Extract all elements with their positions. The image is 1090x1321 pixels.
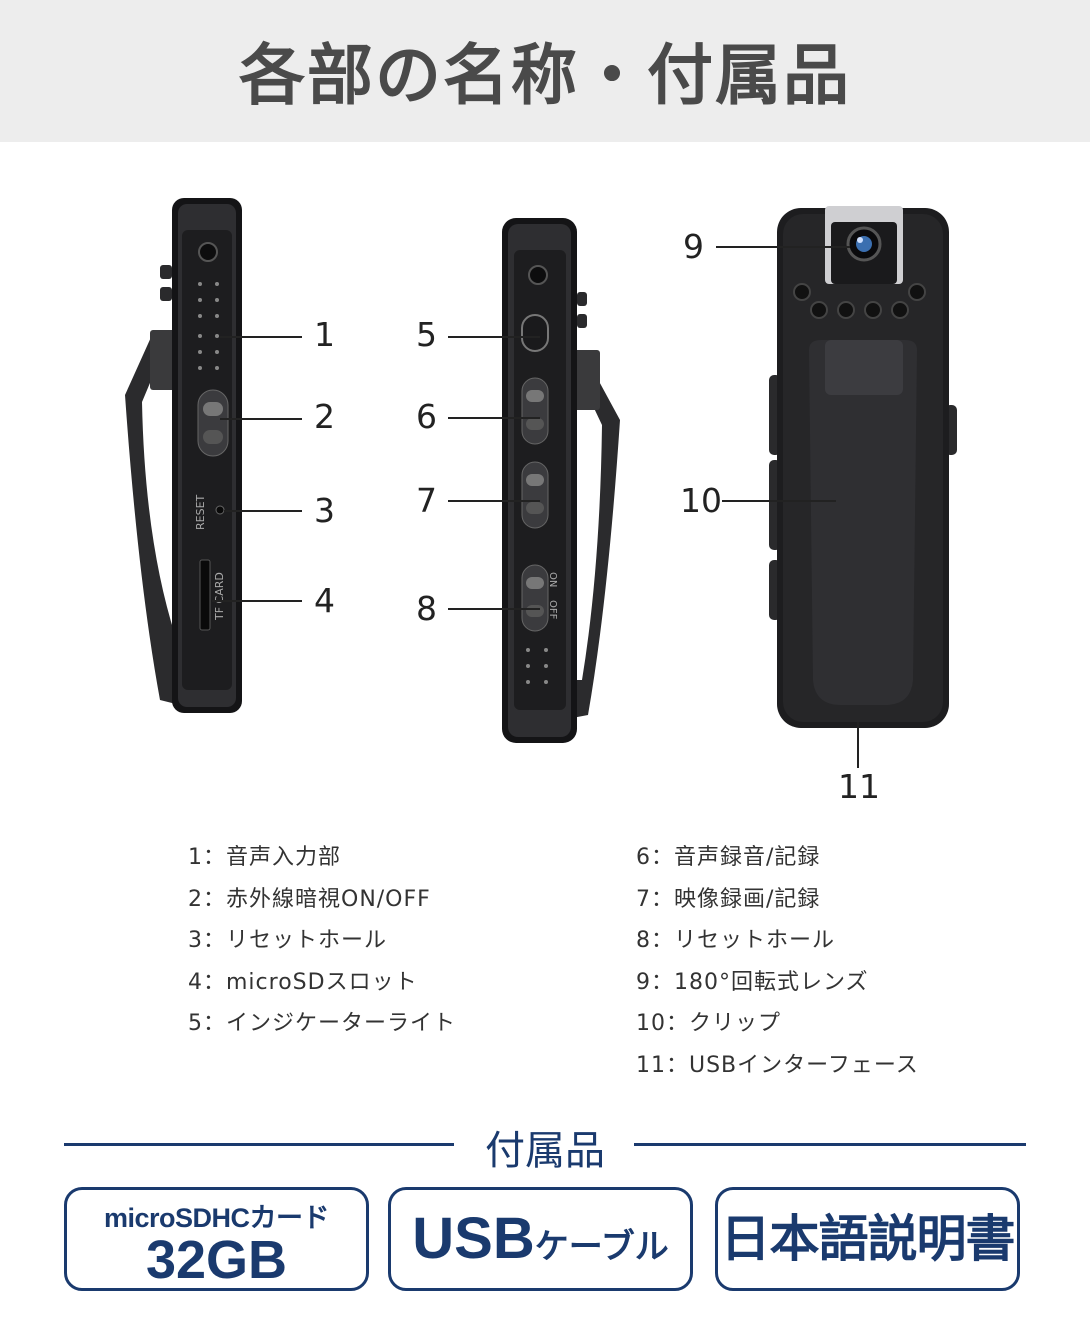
callout-5: 5 xyxy=(416,315,437,354)
legend-item: 6：音声録音/記録 xyxy=(636,845,821,870)
legend-item: 3：リセットホール xyxy=(188,928,387,953)
callout-line-1 xyxy=(220,336,302,338)
usb-main: USB xyxy=(412,1206,535,1271)
callout-line-3 xyxy=(224,510,302,512)
callout-10: 10 xyxy=(680,481,722,520)
legend-item: 1：音声入力部 xyxy=(188,845,341,870)
device-side-view-left: RESET TF CARD xyxy=(125,198,242,713)
callout-line-11 xyxy=(857,722,859,768)
page-title: 各部の名称・付属品 xyxy=(239,37,851,114)
callout-line-2 xyxy=(220,418,302,420)
callout-line-10 xyxy=(722,500,836,502)
device-side-view-right: ON OFF xyxy=(502,218,620,743)
legend-item: 7：映像録画/記録 xyxy=(636,886,821,912)
legend-item: 8：リセットホール xyxy=(636,928,835,953)
legend-right: 6：音声録音/記録 7：映像録画/記録 8：リセットホール 9：180°回転式レ… xyxy=(636,837,919,1086)
callout-line-9 xyxy=(716,246,850,248)
callout-4: 4 xyxy=(314,581,335,620)
reset-label: RESET xyxy=(194,494,207,530)
sd-card-label: microSDHCカード xyxy=(103,1203,330,1233)
callout-3: 3 xyxy=(314,491,335,530)
manual-label: 日本語説明書 xyxy=(720,1210,1016,1268)
sd-card-capacity: 32GB xyxy=(145,1230,288,1290)
callout-7: 7 xyxy=(416,481,437,520)
callout-11: 11 xyxy=(838,767,880,806)
legend-item: 4：microSDスロット xyxy=(188,969,418,995)
accessory-usb-cable: USBケーブル xyxy=(388,1187,693,1291)
accessory-sd-card: microSDHCカード 32GB xyxy=(64,1187,369,1291)
legend-left: 1：音声入力部 2：赤外線暗視ON/OFF 3：リセットホール 4：microS… xyxy=(188,837,456,1045)
off-label: OFF xyxy=(547,600,558,620)
legend-item: 9：180°回転式レンズ xyxy=(636,969,869,995)
legend-item: 2：赤外線暗視ON/OFF xyxy=(188,886,431,912)
callout-1: 1 xyxy=(314,315,335,354)
callout-6: 6 xyxy=(416,397,437,436)
callout-8: 8 xyxy=(416,589,437,628)
accessory-manual: 日本語説明書 xyxy=(715,1187,1020,1291)
tf-card-label: TF CARD xyxy=(213,572,226,621)
usb-cable-label: USBケーブル xyxy=(391,1190,690,1288)
callout-line-8 xyxy=(448,608,540,610)
callout-line-6 xyxy=(448,417,540,419)
callout-line-5 xyxy=(448,336,540,338)
legend-item: 5：インジケーターライト xyxy=(188,1011,456,1036)
accessories-rule-left xyxy=(64,1143,454,1146)
accessories-rule-right xyxy=(634,1143,1026,1146)
callout-2: 2 xyxy=(314,397,335,436)
header-band: 各部の名称・付属品 xyxy=(0,0,1090,142)
on-label: ON xyxy=(547,572,558,587)
legend-item: 10：クリップ xyxy=(636,1011,781,1036)
usb-sub: ケーブル xyxy=(534,1228,669,1266)
callout-9: 9 xyxy=(683,227,704,266)
accessories-title: 付属品 xyxy=(485,1128,605,1174)
legend-item: 11：USBインターフェース xyxy=(636,1052,919,1078)
callout-line-4 xyxy=(212,600,302,602)
device-back-view xyxy=(769,206,957,728)
callout-line-7 xyxy=(448,500,540,502)
